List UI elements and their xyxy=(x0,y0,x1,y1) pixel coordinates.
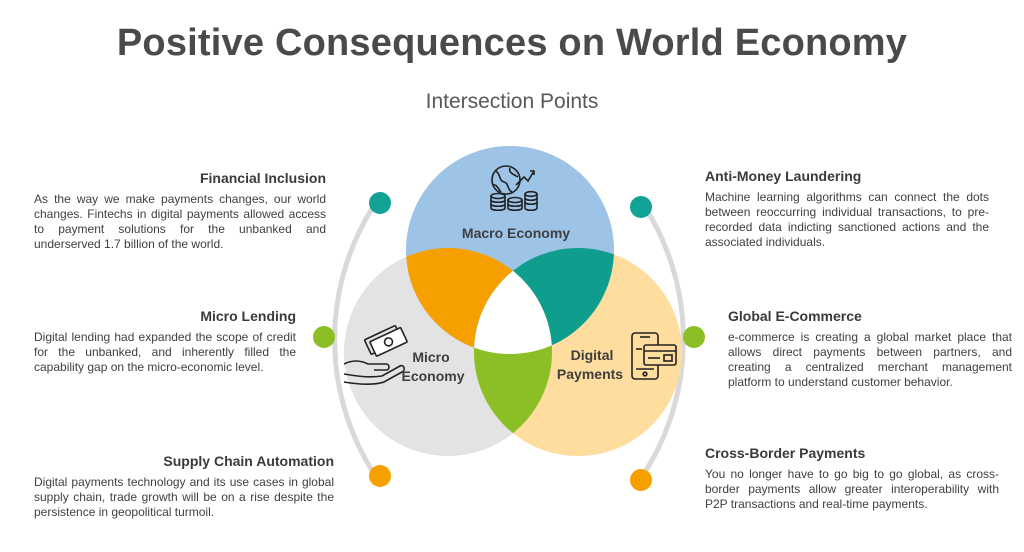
cross-border-block: Cross-Border Payments You no longer have… xyxy=(705,446,999,512)
page-subtitle: Intersection Points xyxy=(425,90,599,113)
dot-supply-chain xyxy=(369,465,391,487)
overlap-center xyxy=(474,248,552,354)
global-ecommerce-text: e-commerce is creating a global market p… xyxy=(728,330,1012,389)
micro-lending-text: Digital lending had expanded the scope o… xyxy=(34,330,296,374)
micro-economy-label-line1: Micro xyxy=(412,349,449,365)
global-ecommerce-heading: Global E-Commerce xyxy=(728,308,862,324)
financial-inclusion-block: Financial Inclusion As the way we make p… xyxy=(34,171,326,252)
hand-cash-icon xyxy=(343,325,408,386)
dot-global-ecommerce xyxy=(683,326,705,348)
financial-inclusion-heading: Financial Inclusion xyxy=(199,170,326,186)
cross-border-text: You no longer have to go big to go globa… xyxy=(705,467,999,511)
micro-economy-label-line2: Economy xyxy=(401,368,464,384)
global-ecommerce-block: Global E-Commerce e-commerce is creating… xyxy=(728,309,1012,390)
financial-inclusion-text: As the way we make payments changes, our… xyxy=(34,192,326,251)
phone-card-icon xyxy=(631,332,677,380)
supply-chain-block: Supply Chain Automation Digital payments… xyxy=(34,454,334,520)
anti-money-laundering-text: Machine learning algorithms can connect … xyxy=(705,190,989,249)
supply-chain-text: Digital payments technology and its use … xyxy=(34,475,334,519)
dot-cross-border xyxy=(630,469,652,491)
page-title: Positive Consequences on World Economy xyxy=(116,22,908,64)
supply-chain-heading: Supply Chain Automation xyxy=(163,453,334,469)
anti-money-laundering-block: Anti-Money Laundering Machine learning a… xyxy=(705,169,989,250)
globe-coins-icon xyxy=(490,165,538,212)
macro-economy-label: Macro Economy xyxy=(462,225,570,241)
digital-payments-label-line1: Digital xyxy=(571,347,614,363)
micro-lending-heading: Micro Lending xyxy=(200,308,296,324)
dot-financial-inclusion xyxy=(369,192,391,214)
anti-money-laundering-heading: Anti-Money Laundering xyxy=(705,168,862,184)
dot-anti-money-laundering xyxy=(630,196,652,218)
dot-micro-lending xyxy=(313,326,335,348)
digital-payments-label-line2: Payments xyxy=(557,366,623,382)
micro-lending-block: Micro Lending Digital lending had expand… xyxy=(34,309,296,375)
cross-border-heading: Cross-Border Payments xyxy=(705,445,866,461)
